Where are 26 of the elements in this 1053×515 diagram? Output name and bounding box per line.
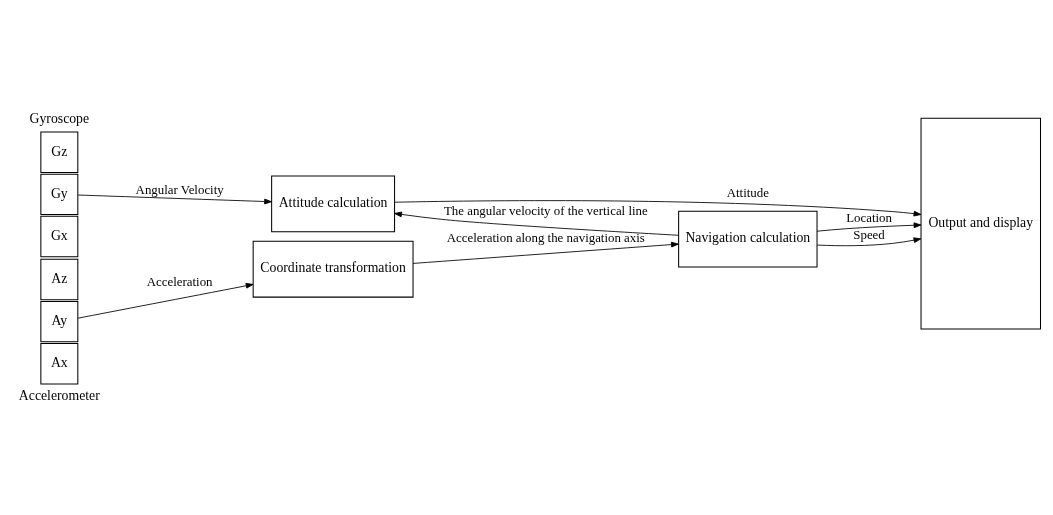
arrow [412,241,679,264]
node-box: Ax [40,342,79,384]
node-box: Gy [40,173,79,215]
node-box: Az [40,258,79,300]
arrow [816,236,922,246]
edge-label: Attitude [726,185,769,200]
node-box: Gz [40,131,79,173]
label: Gyroscope [29,110,90,126]
edge-label: Speed [853,227,885,242]
edge-label: Acceleration along the navigation axis [446,230,645,245]
arrow [394,199,922,216]
arrow [394,211,679,236]
edge-label: Acceleration [146,274,213,289]
node-box: Ay [40,300,79,342]
arrow [77,194,272,204]
arrow [77,282,254,319]
edge-label: Angular Velocity [135,182,224,197]
node-box: Gx [40,215,79,257]
node-box: Output and display [920,117,1042,329]
label: Accelerometer [18,387,100,403]
edge-label: The angular velocity of the vertical line [443,203,648,218]
edge-label: Location [846,210,892,225]
arrow [816,221,922,232]
node-box: Navigation calculation [678,210,818,268]
node-box: Attitude calculation [271,174,396,232]
node-box: Coordinate transformation [252,240,414,298]
